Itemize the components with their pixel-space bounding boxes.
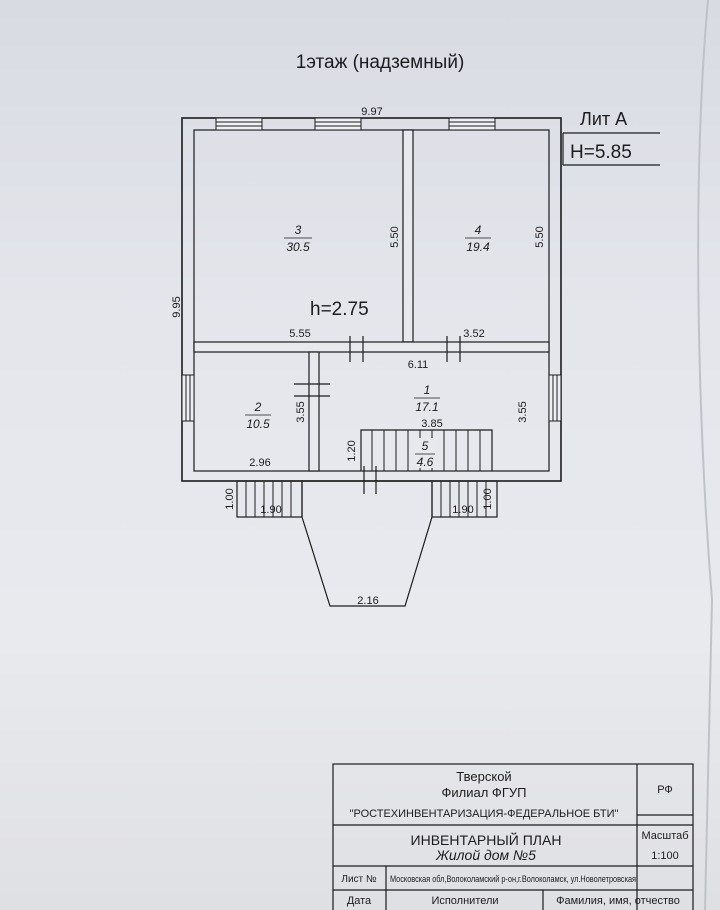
svg-text:5: 5 [422, 439, 429, 453]
window-right [548, 374, 562, 422]
room-label-2: 2 10.5 [245, 400, 271, 431]
outer-wall-outer [181, 117, 562, 482]
svg-text:10.5: 10.5 [246, 417, 270, 431]
title-block [332, 763, 694, 910]
dim-room1-w: 6.11 [408, 359, 429, 371]
dim-stair-w: 3.85 [421, 418, 442, 430]
svg-text:30.5: 30.5 [286, 240, 310, 254]
stamp-sheet-label: Лист № [341, 874, 377, 885]
svg-text:17.1: 17.1 [415, 400, 438, 414]
dim-top: 9.97 [361, 106, 382, 118]
room-label-3: 3 30.5 [284, 223, 312, 254]
wall-2-1 [308, 351, 320, 472]
dim-step-left-h: 1.00 [224, 488, 236, 509]
svg-text:1: 1 [424, 383, 431, 397]
stamp-address: Московская обл,Волоколамский р-он,г.Воло… [390, 874, 636, 884]
dim-stair-h: 1.20 [346, 440, 358, 461]
wall-horizontal [193, 341, 550, 353]
dim-porch-w: 2.16 [357, 595, 378, 607]
stamp-scale-value: 1:100 [651, 850, 679, 862]
window-top-1 [215, 117, 263, 131]
room-label-1: 1 17.1 [414, 383, 440, 414]
dim-room1-h: 3.55 [517, 401, 529, 422]
dim-room4-h: 5.50 [534, 226, 546, 247]
stamp-org1: Тверской [456, 769, 511, 784]
svg-text:19.4: 19.4 [466, 240, 490, 254]
svg-text:4.6: 4.6 [417, 455, 434, 469]
window-top-3 [448, 117, 496, 131]
stamp-fio-label: Фамилия, имя, отчество [556, 895, 680, 907]
svg-text:2: 2 [254, 400, 262, 414]
porch [301, 480, 433, 607]
stamp-plan-title: ИНВЕНТАРНЫЙ ПЛАН [411, 831, 562, 848]
total-height-label: H=5.85 [570, 142, 632, 163]
dim-step-left-w: 1.90 [260, 504, 281, 516]
svg-text:4: 4 [475, 223, 482, 237]
wall-3-4 [402, 129, 414, 343]
dim-step-right-h: 1.00 [482, 488, 494, 509]
dim-room2-h: 3.55 [295, 401, 307, 422]
stamp-date-label: Дата [347, 895, 372, 907]
lit-label: Лит А [580, 109, 627, 129]
paper-edge [697, 0, 714, 910]
room-label-4: 4 19.4 [465, 223, 491, 254]
window-left [181, 374, 195, 422]
outside-steps-left [236, 480, 303, 518]
dim-room3-h: 5.50 [389, 226, 401, 247]
stamp-executors-label: Исполнители [431, 895, 498, 907]
room-label-5: 5 4.6 [414, 438, 436, 469]
stamp-plan-subtitle: Жилой дом №5 [435, 847, 536, 863]
dim-room4-w: 3.52 [463, 328, 484, 340]
plan-title: 1этаж (надземный) [296, 52, 465, 73]
window-top-2 [314, 117, 362, 131]
ceiling-height-label: h=2.75 [310, 299, 369, 320]
svg-text:3: 3 [295, 223, 302, 237]
dim-step-right-w: 1.90 [452, 504, 473, 516]
dim-room2-w: 2.96 [249, 457, 270, 469]
dim-left: 9.95 [171, 296, 183, 317]
stamp-org3: "РОСТЕХИНВЕНТАРИЗАЦИЯ-ФЕДЕРАЛЬНОЕ БТИ" [350, 808, 619, 820]
stamp-org2: Филиал ФГУП [442, 785, 527, 800]
stamp-scale-label: Масштаб [641, 830, 688, 842]
dim-room3-w: 5.55 [289, 328, 310, 340]
stamp-code: РФ [657, 784, 673, 796]
